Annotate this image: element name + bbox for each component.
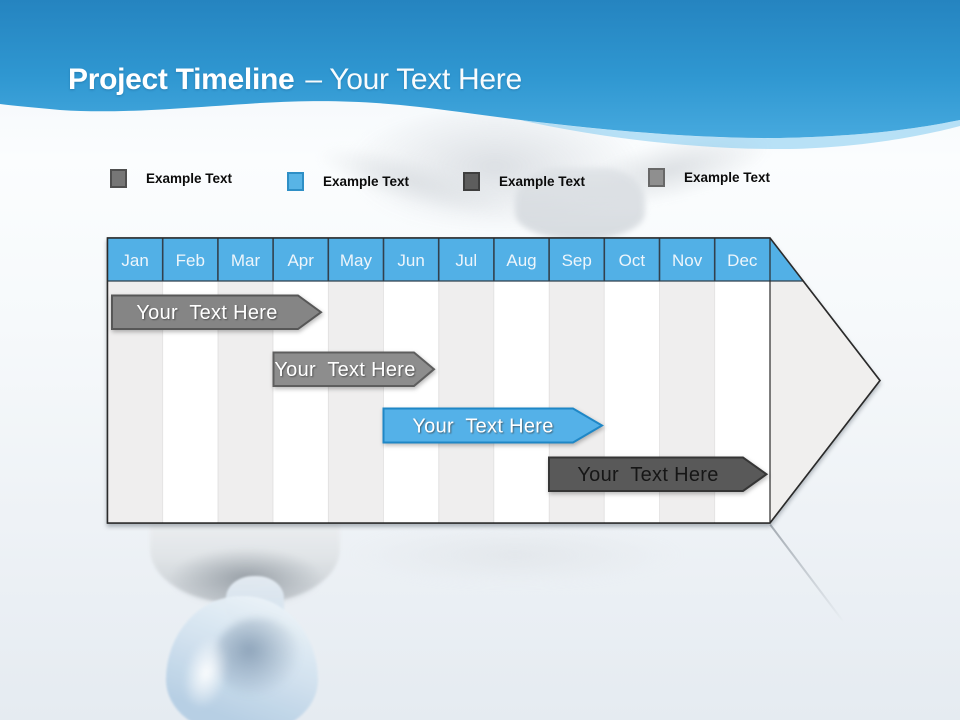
legend-label: Example Text [499,174,586,189]
month-label-oct: Oct [619,251,646,270]
month-label-jun: Jun [397,251,424,270]
task-bar-3: Your Text Here [382,407,604,444]
month-label-mar: Mar [231,251,261,270]
legend-label: Example Text [323,174,410,189]
month-label-jul: Jul [455,251,477,270]
month-label-jan: Jan [121,251,148,270]
task-bar-3-shape [382,407,604,444]
task-bar-2: Your Text Here [272,351,436,387]
slide-title-main: Project Timeline [68,63,295,96]
task-bar-1-label: Your Text Here [136,302,277,324]
legend-swatch-darkgray [463,172,480,191]
month-label-dec: Dec [727,251,758,270]
legend-swatch-midgray [648,168,665,187]
month-labels: Jan Feb Mar Apr May Jun Jul Aug Sep Oct … [121,251,758,270]
legend-item-4: Example Text [648,168,770,187]
legend-swatch-blue [287,172,304,191]
task-bar-1: Your Text Here [111,294,323,330]
task-bar-2-label: Your Text Here [274,359,415,381]
header-wave-highlight [520,120,960,150]
slide-title-sub: – Your Text Here [305,63,522,96]
legend-label: Example Text [146,171,233,186]
task-bar-4-shape [548,456,769,492]
header-wave-shape [0,0,960,139]
legend-item-3: Example Text [463,172,585,191]
legend-swatch-gray [110,169,127,188]
slide-title: Project Timeline – Your Text Here [68,62,522,98]
month-header-band [107,238,848,281]
month-label-apr: Apr [287,251,314,270]
month-header-separators [107,238,810,282]
task-bar-2-shape [272,351,436,387]
month-label-may: May [340,251,373,270]
legend-item-2: Example Text [287,172,409,191]
task-bar-4-label: Your Text Here [577,464,718,486]
task-bar-3-label: Your Text Here [412,416,553,438]
legend-label: Example Text [684,170,771,185]
timeline-arrow-outline [106,237,881,524]
legend-item-1: Example Text [110,169,232,188]
task-bar-1-shape [111,294,323,330]
month-label-aug: Aug [506,251,536,270]
header-band [0,0,960,150]
month-label-sep: Sep [562,251,592,270]
month-label-nov: Nov [672,251,703,270]
task-bar-4: Your Text Here [548,456,769,492]
month-label-feb: Feb [176,251,205,270]
